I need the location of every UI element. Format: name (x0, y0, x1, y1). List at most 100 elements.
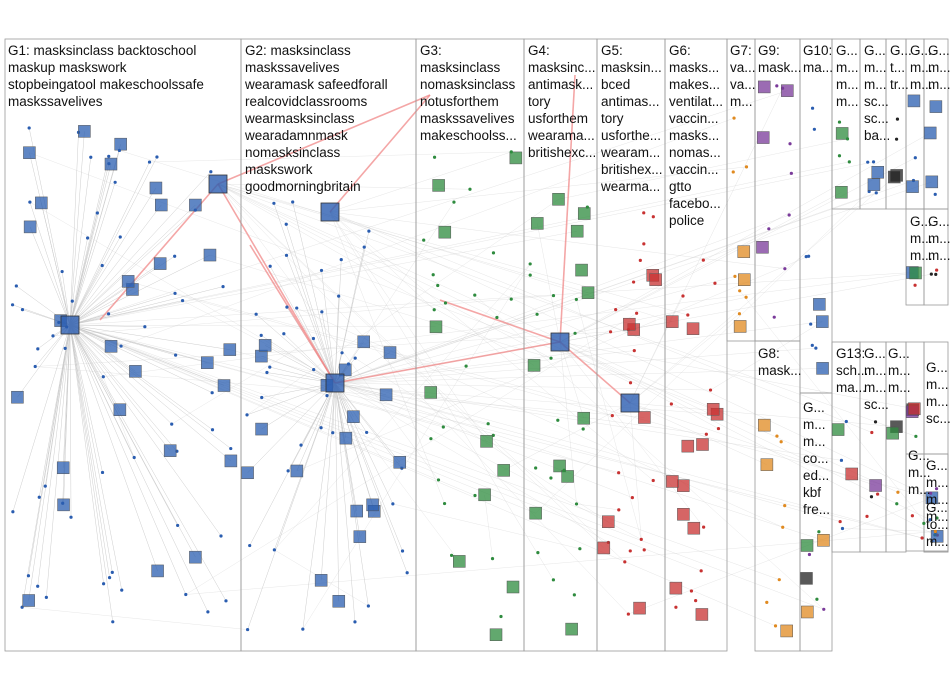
graph-node (210, 428, 215, 432)
edge (334, 382, 707, 435)
group-label-g17: G...m...m... (910, 214, 933, 263)
graph-node (111, 620, 115, 624)
graph-node (325, 394, 329, 398)
graph-node (339, 258, 343, 262)
graph-node-image (908, 402, 921, 416)
edge (334, 382, 711, 391)
edge (559, 341, 704, 528)
graph-node (102, 582, 106, 586)
graph-node (265, 370, 269, 375)
graph-node (299, 443, 303, 447)
graph-node (528, 273, 532, 277)
group-label-g10: G10:ma... (803, 43, 833, 75)
graph-node (632, 348, 636, 353)
graph-node-image (817, 534, 830, 547)
graph-node-image (241, 466, 254, 480)
graph-node-image (527, 359, 541, 372)
graph-node-image (737, 245, 751, 258)
graph-node (44, 595, 48, 599)
graph-node (272, 548, 276, 552)
graph-node (922, 521, 926, 525)
edge (69, 324, 176, 356)
group-label-g6: G6:masks...makes...ventilat...vaccin...m… (669, 43, 723, 228)
edge (710, 321, 823, 391)
graph-node (777, 578, 781, 582)
graph-node (549, 356, 553, 360)
graph-node (286, 469, 290, 473)
edge (69, 324, 213, 393)
graph-node (838, 519, 842, 524)
graph-node-image (357, 335, 370, 349)
edge (69, 324, 72, 518)
graph-node (499, 614, 503, 619)
graph-node-image (224, 454, 238, 468)
edge (39, 324, 71, 498)
group-label-g16: G...m...m... (928, 43, 950, 92)
graph-node-image (366, 498, 379, 512)
edge (69, 324, 476, 496)
graph-node-image (114, 137, 127, 151)
graph-node-image (149, 181, 163, 195)
graph-node (733, 274, 737, 278)
graph-node (551, 293, 556, 298)
graph-node (422, 238, 426, 242)
edge (69, 161, 874, 326)
graph-node (320, 310, 324, 314)
graph-node-image (153, 257, 167, 270)
graph-node (639, 537, 643, 541)
graph-node (509, 297, 513, 301)
graph-node (400, 549, 405, 553)
graph-node (443, 301, 448, 305)
graph-node (20, 308, 25, 312)
edge (249, 382, 336, 546)
edge (292, 201, 336, 384)
edge (69, 131, 85, 326)
graph-node-image (677, 508, 690, 521)
graph-node (716, 426, 721, 431)
graph-node-image (23, 220, 37, 234)
graph-node-image (189, 550, 202, 564)
graph-node-image (835, 186, 848, 199)
edge (321, 270, 336, 384)
graph-node-image (867, 178, 881, 191)
graph-node-image (706, 403, 720, 416)
graph-node (767, 227, 771, 231)
graph-node (914, 434, 918, 438)
edge (265, 345, 336, 384)
graph-node (285, 305, 289, 309)
graph-node (934, 487, 939, 491)
graph-node (871, 160, 876, 164)
graph-node (436, 478, 441, 482)
graph-node (106, 312, 111, 316)
edge (29, 226, 71, 326)
edge (321, 311, 336, 384)
graph-node-image (633, 601, 646, 615)
edge (329, 211, 932, 499)
edge (334, 382, 824, 541)
graph-node (689, 589, 694, 593)
graph-node-image (681, 439, 695, 453)
edge (69, 324, 158, 572)
graph-node (626, 612, 630, 616)
edge (537, 223, 561, 343)
graph-node (85, 236, 90, 240)
graph-node (807, 254, 811, 258)
graph-node (431, 273, 435, 277)
edge-highlight (439, 299, 561, 343)
graph-node-image (888, 170, 901, 184)
graph-node (441, 425, 445, 429)
graph-node (617, 471, 621, 475)
graph-node-image (223, 343, 237, 356)
graph-node (60, 269, 64, 274)
graph-node-image (781, 84, 794, 97)
graph-node (173, 254, 177, 258)
graph-node (291, 200, 295, 204)
edge (558, 138, 848, 200)
edge (69, 156, 109, 326)
edge (842, 528, 936, 532)
group-label-g14: G...t...tr... (890, 43, 912, 92)
graph-node-image (677, 479, 690, 492)
graph-node (132, 455, 136, 460)
edge (69, 324, 171, 451)
edge (334, 382, 408, 573)
